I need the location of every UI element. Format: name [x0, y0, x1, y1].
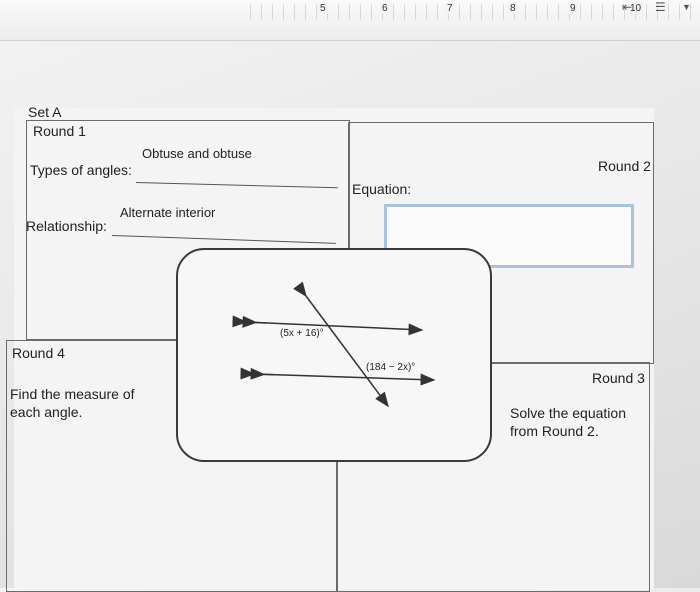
angle1-label: (5x + 16)°	[280, 328, 324, 339]
parallel-line-top	[246, 322, 422, 330]
double-arrow-mark-top	[256, 323, 266, 324]
round4-instruction-line2: each angle.	[10, 404, 82, 420]
ruler-number: 8	[508, 3, 518, 14]
round4-label: Round 4	[12, 345, 65, 361]
parallel-lines-diagram: (5x + 16)° (184 − 2x)°	[176, 248, 488, 458]
relationship-label: Relationship:	[26, 218, 107, 234]
ruler-number: 6	[380, 3, 390, 14]
round2-label: Round 2	[598, 158, 651, 174]
list-icon[interactable]: ☰	[655, 0, 666, 14]
parallel-line-bottom	[254, 374, 434, 380]
ruler-number: 9	[568, 3, 578, 14]
set-title: Set A	[28, 104, 61, 120]
round3-instruction-line1: Solve the equation	[510, 405, 626, 421]
ruler-number: 7	[445, 3, 455, 14]
round4-instruction-line1: Find the measure of	[10, 386, 135, 402]
transversal-line	[306, 296, 388, 406]
chevron-down-icon[interactable]: ▼	[682, 2, 691, 12]
angle2-label: (184 − 2x)°	[366, 362, 415, 373]
round3-instruction-line2: from Round 2.	[510, 423, 599, 439]
round1-label: Round 1	[33, 123, 86, 139]
round3-label: Round 3	[592, 370, 645, 386]
types-of-angles-label: Types of angles:	[30, 162, 132, 178]
relationship-answer[interactable]: Alternate interior	[120, 205, 215, 220]
document-ruler: 5 6 7 8 9 10 ⇤ ☰ ▼	[0, 0, 700, 41]
indent-icon[interactable]: ⇤	[622, 0, 632, 14]
types-of-angles-answer[interactable]: Obtuse and obtuse	[142, 146, 252, 161]
equation-label: Equation:	[352, 181, 411, 197]
ruler-number: 5	[318, 3, 328, 14]
